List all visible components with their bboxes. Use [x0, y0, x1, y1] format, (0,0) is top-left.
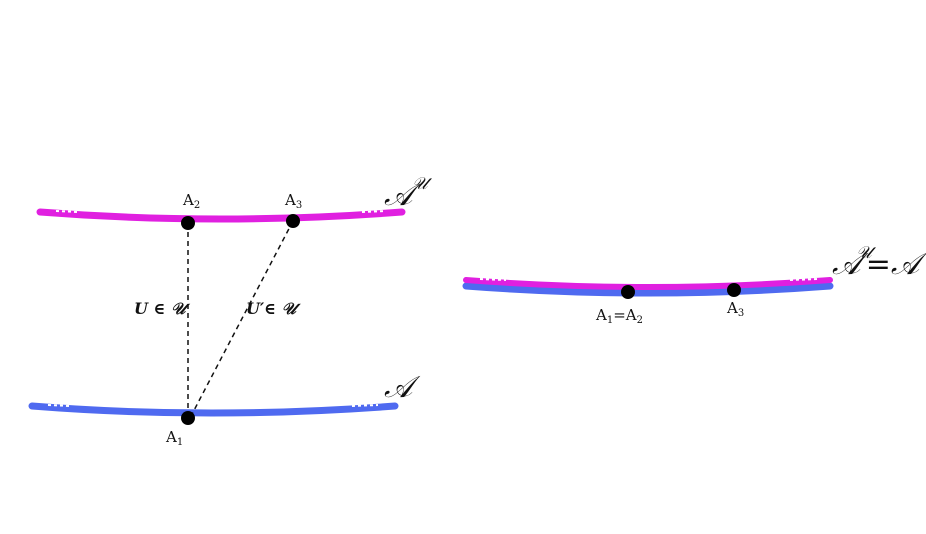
point-a3-right: [727, 283, 741, 297]
orbit-curve-right-left-dots: [479, 278, 507, 281]
map-u-prime-label: U′∈ 𝒰: [246, 299, 302, 318]
point-a2: [181, 216, 195, 230]
point-a2-label: A2: [182, 191, 200, 211]
base-curve-left-left-dots: [47, 404, 71, 407]
base-curve-left-right-dots: [351, 404, 379, 407]
orbit-curve-left: [36, 208, 406, 223]
point-a1-label: A1: [165, 428, 183, 448]
base-set-label: 𝒜: [384, 370, 421, 405]
point-a3-right-label: A3: [726, 299, 744, 319]
point-a1-a2: [621, 285, 635, 299]
base-curve-right: [462, 282, 834, 297]
equality-set-label: 𝒜𝒰=𝒜: [832, 243, 926, 282]
base-curve-left: [28, 402, 399, 417]
point-a3: [286, 214, 300, 228]
orbit-curve-left-left-dots: [55, 210, 79, 213]
point-a1-a2-label: A1=A2: [595, 306, 643, 326]
map-u-label: U ∈ 𝒰: [134, 299, 191, 318]
orbit-curve-right-right-dots: [789, 278, 819, 281]
point-a1: [181, 411, 195, 425]
orbit-curve-left-right-dots: [361, 210, 387, 213]
orbit-curve-right: [463, 277, 833, 290]
orbit-set-label: 𝒜𝒰: [384, 174, 432, 213]
point-a3-label: A3: [284, 191, 302, 211]
map-u-prime-connector: [189, 220, 294, 419]
